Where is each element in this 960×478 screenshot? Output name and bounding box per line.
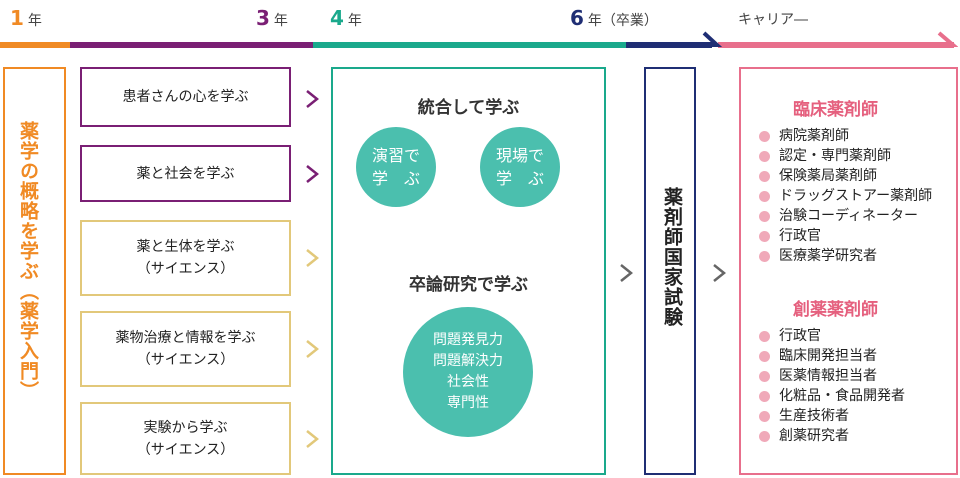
research-circle: 問題発見力 問題解決力 社会性 専門性 bbox=[403, 307, 533, 437]
list-item: 生産技術者 bbox=[757, 406, 905, 426]
integrated-learning-box: 統合して学ぶ 演習で 学 ぶ 現場で 学 ぶ 卒論研究で学ぶ 問題発見力 問題解… bbox=[331, 67, 606, 475]
list-item: 行政官 bbox=[757, 226, 932, 246]
module-label: 薬と生体を学ぶ （サイエンス） bbox=[136, 239, 235, 277]
module-patient-heart: 患者さんの心を学ぶ bbox=[80, 67, 291, 127]
year-6-suffix: 年（卒業） bbox=[587, 13, 658, 29]
chevron-right-icon bbox=[306, 165, 320, 183]
bullet-dot-icon bbox=[759, 171, 770, 182]
chevron-right-icon bbox=[620, 264, 634, 282]
clinical-pharmacist-title: 臨床薬剤師 bbox=[793, 100, 878, 120]
timeline-bar-year1 bbox=[0, 42, 70, 48]
career-label: キャリア― bbox=[738, 12, 808, 28]
timeline-bar-exam bbox=[626, 42, 712, 48]
list-item: 認定・専門薬剤師 bbox=[757, 146, 932, 166]
bullet-dot-icon bbox=[759, 131, 770, 142]
national-exam-box: 薬剤師国家試験 bbox=[644, 67, 696, 475]
career-box: 臨床薬剤師 病院薬剤師 認定・専門薬剤師 保険薬局薬剤師 ドラッグストアー薬剤師… bbox=[739, 67, 958, 475]
drug-discovery-pharmacist-title: 創薬薬剤師 bbox=[793, 300, 878, 320]
chevron-right-icon bbox=[306, 249, 320, 267]
module-label: 薬物治療と情報を学ぶ （サイエンス） bbox=[115, 330, 256, 368]
list-item: 病院薬剤師 bbox=[757, 126, 932, 146]
module-drug-body: 薬と生体を学ぶ （サイエンス） bbox=[80, 220, 291, 296]
year-1-suffix: 年 bbox=[27, 13, 42, 29]
list-item: 医薬情報担当者 bbox=[757, 366, 905, 386]
list-item: 保険薬局薬剤師 bbox=[757, 166, 932, 186]
year-1-label: 1 年 bbox=[10, 6, 42, 30]
practice-circle: 演習で 学 ぶ bbox=[356, 127, 436, 207]
bullet-dot-icon bbox=[759, 331, 770, 342]
bullet-dot-icon bbox=[759, 191, 770, 202]
list-item: ドラッグストアー薬剤師 bbox=[757, 186, 932, 206]
year-6-label: 6 年（卒業） bbox=[570, 6, 658, 30]
year-3-suffix: 年 bbox=[273, 13, 288, 29]
integrated-title: 統合して学ぶ bbox=[417, 98, 520, 118]
intro-column-title: 薬学の概略を学ぶ（薬学入門） bbox=[17, 121, 39, 401]
year-3-label: 3 年 bbox=[256, 6, 288, 30]
bullet-dot-icon bbox=[759, 391, 770, 402]
timeline-bar-career bbox=[718, 42, 954, 48]
module-experiment: 実験から学ぶ （サイエンス） bbox=[80, 402, 291, 475]
bullet-dot-icon bbox=[759, 411, 770, 422]
bullet-dot-icon bbox=[759, 251, 770, 262]
list-item: 臨床開発担当者 bbox=[757, 346, 905, 366]
bullet-dot-icon bbox=[759, 231, 770, 242]
national-exam-label: 薬剤師国家試験 bbox=[661, 187, 683, 327]
year-4-label: 4 年 bbox=[330, 6, 362, 30]
timeline-bar-year2-3 bbox=[70, 42, 313, 48]
timeline-arrow-navy-icon bbox=[702, 31, 722, 47]
year-4-suffix: 年 bbox=[347, 13, 362, 29]
research-title: 卒論研究で学ぶ bbox=[409, 275, 528, 295]
year-1-number: 1 bbox=[10, 6, 24, 30]
year-6-number: 6 bbox=[570, 6, 584, 30]
module-label: 実験から学ぶ （サイエンス） bbox=[136, 419, 235, 458]
chevron-right-icon bbox=[306, 340, 320, 358]
bullet-dot-icon bbox=[759, 151, 770, 162]
bullet-dot-icon bbox=[759, 351, 770, 362]
bullet-dot-icon bbox=[759, 371, 770, 382]
timeline-bar-year4-6 bbox=[313, 42, 626, 48]
module-pharmacotherapy-info: 薬物治療と情報を学ぶ （サイエンス） bbox=[80, 311, 291, 387]
list-item: 化粧品・食品開発者 bbox=[757, 386, 905, 406]
year-4-number: 4 bbox=[330, 6, 344, 30]
chevron-right-icon bbox=[306, 430, 320, 448]
module-label: 薬と社会を学ぶ bbox=[136, 165, 235, 182]
list-item: 治験コーディネーター bbox=[757, 206, 932, 226]
chevron-right-icon bbox=[713, 264, 727, 282]
intro-column: 薬学の概略を学ぶ（薬学入門） bbox=[3, 67, 66, 475]
list-item: 創薬研究者 bbox=[757, 426, 905, 446]
list-item: 行政官 bbox=[757, 326, 905, 346]
module-drug-society: 薬と社会を学ぶ bbox=[80, 145, 291, 202]
bullet-dot-icon bbox=[759, 431, 770, 442]
list-item: 医療薬学研究者 bbox=[757, 246, 932, 266]
bullet-dot-icon bbox=[759, 211, 770, 222]
drug-discovery-career-list: 行政官 臨床開発担当者 医薬情報担当者 化粧品・食品開発者 生産技術者 創薬研究… bbox=[757, 326, 905, 446]
year-3-number: 3 bbox=[256, 6, 270, 30]
timeline-arrow-pink-icon bbox=[937, 31, 958, 47]
clinical-career-list: 病院薬剤師 認定・専門薬剤師 保険薬局薬剤師 ドラッグストアー薬剤師 治験コーデ… bbox=[757, 126, 932, 266]
module-label: 患者さんの心を学ぶ bbox=[122, 89, 249, 105]
chevron-right-icon bbox=[306, 90, 320, 108]
field-circle: 現場で 学 ぶ bbox=[480, 127, 560, 207]
